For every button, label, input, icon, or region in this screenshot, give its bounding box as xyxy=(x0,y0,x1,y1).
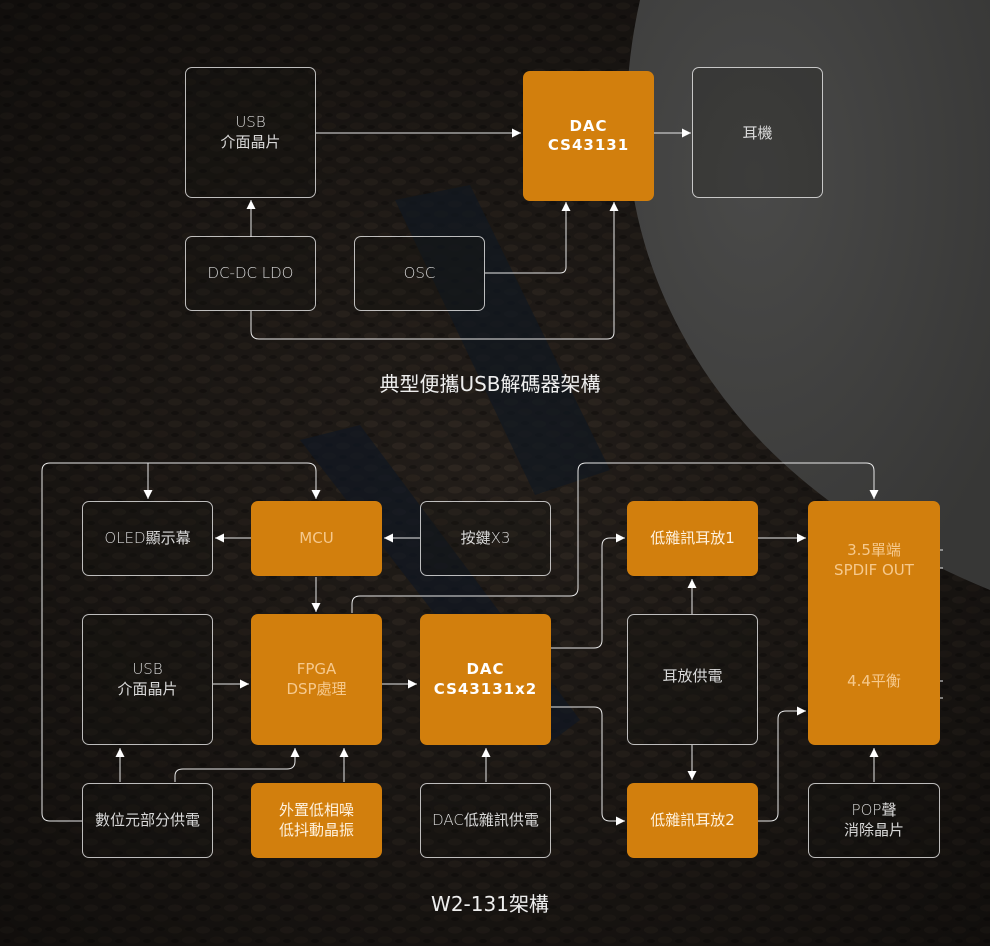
dac-label-1: DAC xyxy=(569,116,608,135)
pop-label-1: POP聲 xyxy=(851,801,897,819)
dacx2-label-1: DAC xyxy=(466,660,505,678)
fpga-box: FPGA DSP處理 xyxy=(251,614,382,745)
buttons-label: 按鍵X3 xyxy=(460,528,511,547)
wire-fpga-to-output-bus xyxy=(351,462,879,613)
amp-power-label: 耳放供電 xyxy=(662,667,723,685)
wire-dac-to-amp1 xyxy=(550,533,625,649)
dac-power-box: DAC低雜訊供電 xyxy=(420,783,551,858)
oled-display-box: OLED顯示幕 xyxy=(82,501,213,576)
dacx2-label-2: CS43131x2 xyxy=(433,679,538,698)
usb2-label-2: 介面晶片 xyxy=(117,679,178,698)
dac-box: DAC CS43131 xyxy=(523,71,654,201)
wire-digital-to-fpga xyxy=(174,748,300,782)
wire-dac-to-amp2 xyxy=(550,706,625,826)
low-jitter-oscillator-box: 外置低相噪 低抖動晶振 xyxy=(251,783,382,858)
output-block-box: 3.5單端 SPDIF OUT 4.4平衡 xyxy=(808,501,940,745)
low-noise-amp1-box: 低雜訊耳放1 xyxy=(627,501,758,576)
low-noise-amp2-box: 低雜訊耳放2 xyxy=(627,783,758,858)
bottom-diagram-caption: W2-131架構 xyxy=(431,892,549,916)
dac-x2-box: DAC CS43131x2 xyxy=(420,614,551,745)
dac-power-label: DAC低雜訊供電 xyxy=(432,810,539,829)
usb2-label-1: USB xyxy=(132,660,163,678)
dcdc-ldo-label: DC-DC LDO xyxy=(207,263,294,282)
usb-chip-label-1: USB xyxy=(235,113,266,131)
osc-box: OSC xyxy=(354,236,485,311)
osc-label: OSC xyxy=(403,263,436,282)
wire-amp2-to-output xyxy=(758,706,806,822)
output-44-label: 4.4平衡 xyxy=(847,672,901,690)
usb-interface-chip-box: USB 介面晶片 xyxy=(185,67,316,198)
pop-label-2: 消除晶片 xyxy=(843,820,904,839)
wire-power-bus xyxy=(41,462,321,822)
headphone-box: 耳機 xyxy=(692,67,823,198)
wire-ldo-to-dac xyxy=(250,202,619,340)
amp-power-box: 耳放供電 xyxy=(627,614,758,745)
amp1-label: 低雜訊耳放1 xyxy=(650,528,735,547)
top-diagram-caption: 典型便攜USB解碼器架構 xyxy=(379,372,601,396)
usb-interface-chip-box-2: USB 介面晶片 xyxy=(82,614,213,745)
wire-osc-to-dac xyxy=(485,202,571,274)
osc2-label-2: 低抖動晶振 xyxy=(278,820,354,839)
osc2-label-1: 外置低相噪 xyxy=(278,801,354,819)
fpga-label-1: FPGA xyxy=(296,660,337,678)
output-35-label: 3.5單端 xyxy=(847,541,901,559)
output-spdif-label: SPDIF OUT xyxy=(834,560,914,579)
usb-chip-label-2: 介面晶片 xyxy=(220,132,281,151)
fpga-label-2: DSP處理 xyxy=(286,679,347,698)
oled-label: OLED顯示幕 xyxy=(104,528,191,547)
dcdc-ldo-box: DC-DC LDO xyxy=(185,236,316,311)
mcu-box: MCU xyxy=(251,501,382,576)
amp2-label: 低雜訊耳放2 xyxy=(650,810,735,829)
digital-power-box: 數位元部分供電 xyxy=(82,783,213,858)
headphone-label: 耳機 xyxy=(742,124,773,142)
buttons-box: 按鍵X3 xyxy=(420,501,551,576)
mcu-label: MCU xyxy=(299,528,334,547)
dac-label-2: CS43131 xyxy=(547,136,630,154)
digital-power-label: 數位元部分供電 xyxy=(94,810,200,829)
pop-suppression-box: POP聲 消除晶片 xyxy=(808,783,940,858)
